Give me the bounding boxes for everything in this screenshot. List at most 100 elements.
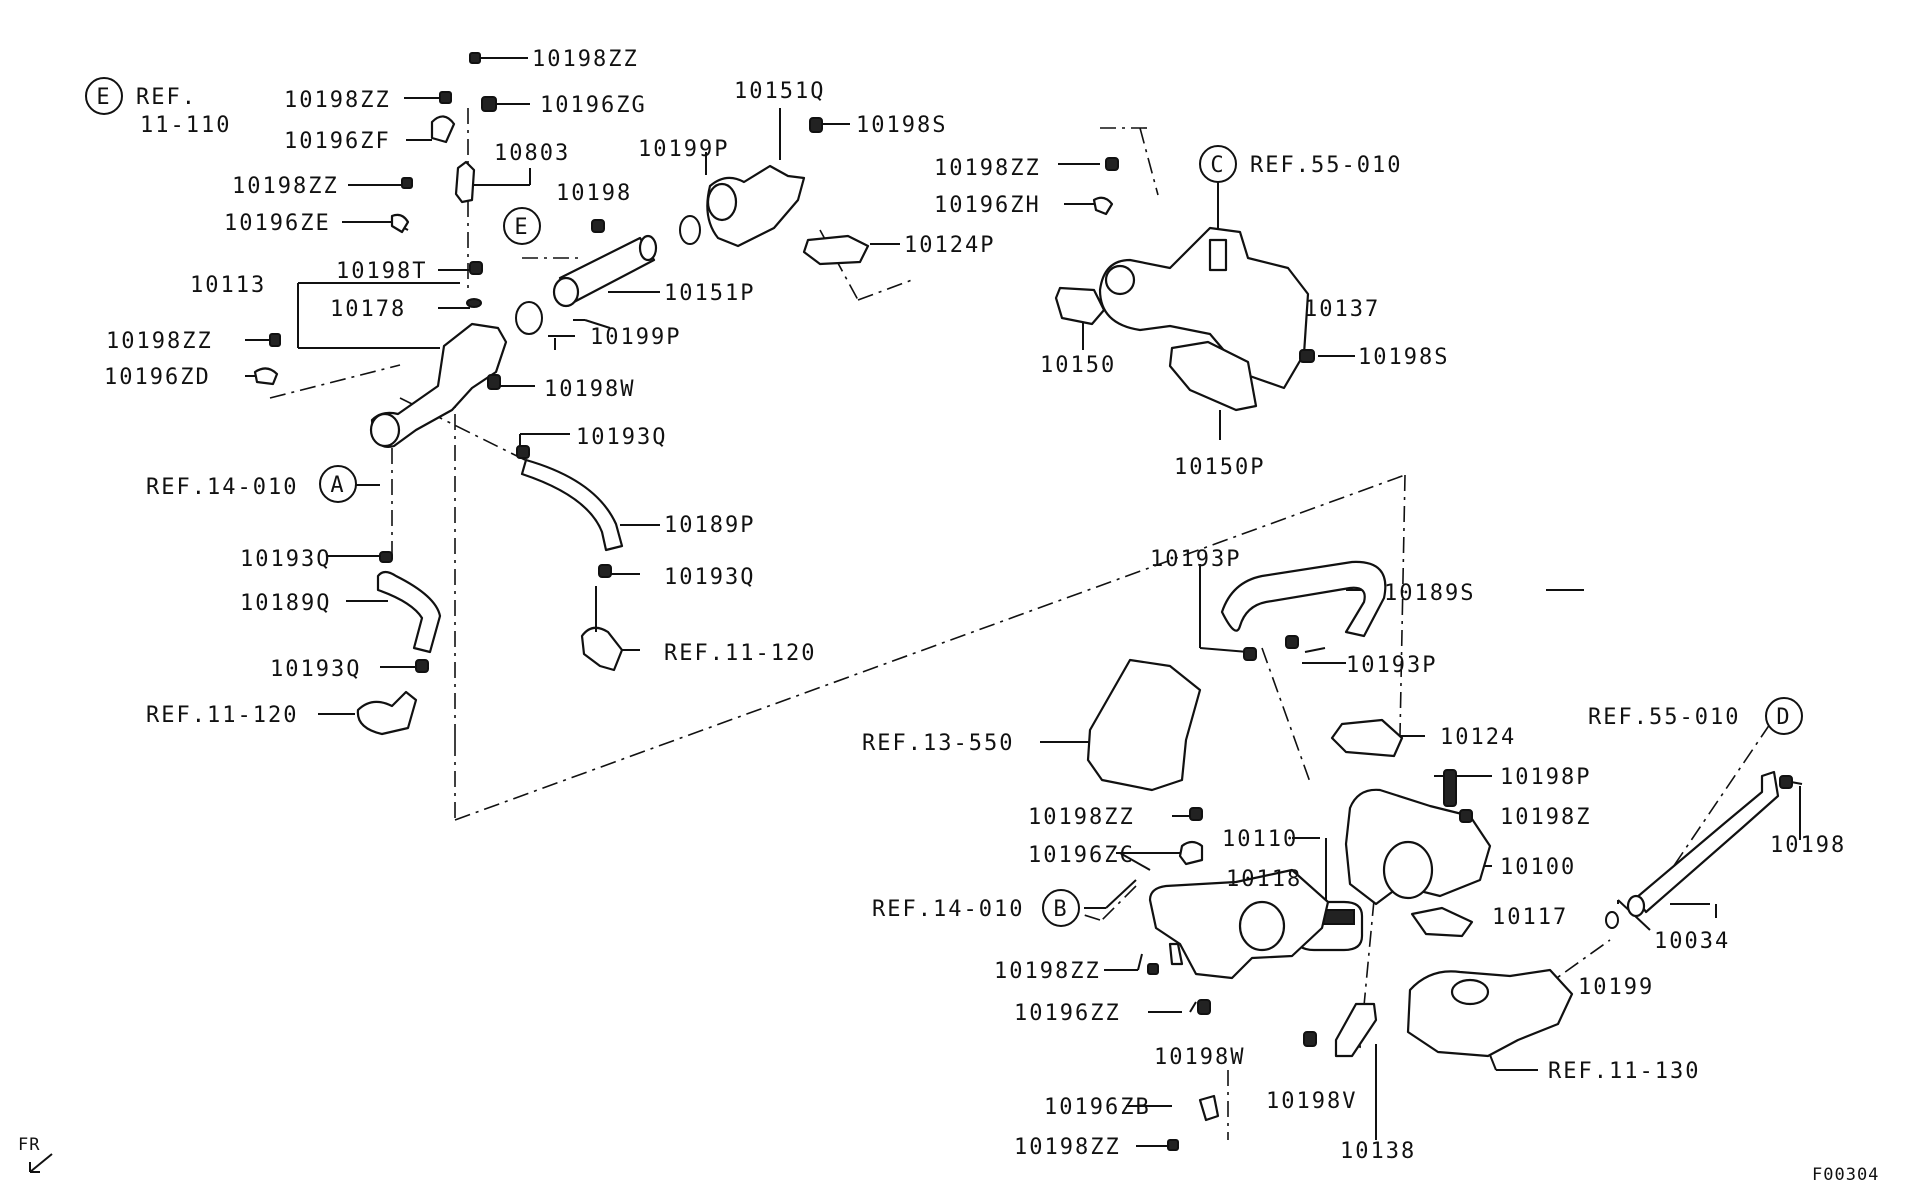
- label-10198ZZ: 10198ZZ: [106, 329, 213, 354]
- bolt-10198ZZ-lower: [1147, 963, 1159, 975]
- label-ref-11-130: REF.11-130: [1548, 1059, 1700, 1084]
- clip-10196ZF: [430, 115, 456, 144]
- bolt-10198S-top: [809, 117, 823, 133]
- label-10196ZZ: 10196ZZ: [1014, 1001, 1121, 1026]
- label-10196ZD: 10196ZD: [104, 365, 211, 390]
- callout-D: D: [1765, 697, 1803, 735]
- hose-10189P: [520, 458, 624, 552]
- label-10198ZZ: 10198ZZ: [994, 959, 1101, 984]
- o-ring-10199: [1605, 911, 1619, 929]
- label-fr: FR: [18, 1135, 40, 1155]
- label-10196ZB: 10196ZB: [1044, 1095, 1151, 1120]
- label-10138: 10138: [1340, 1139, 1416, 1164]
- housing-10137-port: [1104, 264, 1136, 296]
- label-10198ZZ: 10198ZZ: [1014, 1135, 1121, 1160]
- clip-10196ZC: [1178, 840, 1204, 866]
- clip-10196ZD: [253, 367, 279, 386]
- o-ring-10199P-lower: [515, 301, 543, 335]
- label-10193P: 10193P: [1150, 547, 1241, 572]
- bolt-10198Z: [1459, 809, 1473, 823]
- sensor-10196ZG: [481, 96, 497, 112]
- bolt-10198P: [1443, 769, 1457, 807]
- label-10137: 10137: [1304, 297, 1380, 322]
- gasket-10124P: [802, 234, 870, 266]
- callout-B: B: [1042, 889, 1080, 927]
- case-10118-port: [1238, 900, 1286, 952]
- label-10198ZZ: 10198ZZ: [532, 47, 639, 72]
- label-10189S: 10189S: [1384, 581, 1475, 606]
- bolt-10198ZZ-2: [439, 91, 452, 104]
- label-10198ZZ: 10198ZZ: [284, 88, 391, 113]
- label-10193Q: 10193Q: [576, 425, 667, 450]
- label-10198S: 10198S: [856, 113, 947, 138]
- label-10124: 10124: [1440, 725, 1516, 750]
- bolt-10198V: [1303, 1031, 1317, 1047]
- figure-code: F00304: [1812, 1165, 1879, 1185]
- gasket-10178: [466, 298, 482, 308]
- gasket-10150P: [1168, 340, 1258, 412]
- label-10124P: 10124P: [904, 233, 995, 258]
- bolt-10198ZZ-bottom: [1167, 1139, 1179, 1151]
- leader-lines: [245, 57, 1803, 1147]
- callout-C: C: [1199, 145, 1237, 183]
- clamp-10193Q-1: [516, 445, 530, 459]
- label-10198T: 10198T: [336, 259, 427, 284]
- label-10113: 10113: [190, 273, 266, 298]
- housing-10100-port: [1382, 840, 1434, 900]
- clamp-10193P-2: [1285, 635, 1299, 649]
- o-ring-10199P-upper: [679, 215, 701, 245]
- parts: [29, 52, 1793, 1173]
- label-10151P: 10151P: [664, 281, 755, 306]
- bolt-10198ZZ-mid: [1189, 807, 1203, 821]
- callout-letter: E: [514, 215, 529, 240]
- label-10150P: 10150P: [1174, 455, 1265, 480]
- label-10196ZG: 10196ZG: [540, 93, 647, 118]
- clip-10196ZH: [1092, 196, 1114, 216]
- label-10196ZH: 10196ZH: [934, 193, 1041, 218]
- label-10198ZZ: 10198ZZ: [934, 156, 1041, 181]
- clamp-10193P-1: [1243, 647, 1257, 661]
- hose-10189Q: [376, 570, 442, 654]
- label-10198ZZ: 10198ZZ: [1028, 805, 1135, 830]
- label-10150: 10150: [1040, 353, 1116, 378]
- clamp-10193Q-4: [415, 659, 429, 673]
- label-10193Q: 10193Q: [240, 547, 331, 572]
- clip-10196ZB: [1198, 1094, 1220, 1122]
- bolt-10198T: [469, 261, 483, 275]
- label-10198: 10198: [556, 181, 632, 206]
- clip-10196ZE: [390, 213, 410, 234]
- housing-10137: [1098, 226, 1310, 390]
- bolt-10198ZZ-right: [1105, 157, 1119, 171]
- bolt-10198W: [487, 374, 501, 390]
- label-ref-11-120-right: REF.11-120: [664, 641, 816, 666]
- pump-ref-11-130: [1406, 968, 1574, 1058]
- label-10198W: 10198W: [1154, 1045, 1245, 1070]
- label-ref-14-010-left: REF.14-010: [146, 475, 298, 500]
- hose-10189S: [1220, 560, 1387, 638]
- bolt-10198ZZ-4: [269, 333, 281, 347]
- label-10118: 10118: [1226, 867, 1302, 892]
- bolt-10198: [591, 219, 605, 233]
- label-10110: 10110: [1222, 827, 1298, 852]
- housing-10137-nipple: [1208, 238, 1228, 272]
- gasket-10150: [1054, 286, 1106, 326]
- label-ref: REF.: [136, 85, 197, 110]
- pipe-10151P-flange: [638, 234, 658, 262]
- bolt-10198W-lower: [1197, 999, 1211, 1015]
- callout-circles: E E C A B D: [85, 77, 1803, 927]
- label-10803: 10803: [494, 141, 570, 166]
- label-10100: 10100: [1500, 855, 1576, 880]
- label-10117: 10117: [1492, 905, 1568, 930]
- bracket-10138: [1334, 1002, 1378, 1058]
- label-10193Q: 10193Q: [270, 657, 361, 682]
- water-outlet-port: [369, 412, 401, 448]
- label-10193Q: 10193Q: [664, 565, 755, 590]
- front-arrow-icon: [29, 1153, 53, 1173]
- bolt-10198ZZ-3: [401, 177, 413, 189]
- bolt-10198ZZ-top: [469, 52, 494, 64]
- label-10196ZF: 10196ZF: [284, 129, 391, 154]
- label-10198ZZ: 10198ZZ: [232, 174, 339, 199]
- label-ref-55-010-right: REF.55-010: [1588, 705, 1740, 730]
- elbow-10151Q: [706, 164, 806, 248]
